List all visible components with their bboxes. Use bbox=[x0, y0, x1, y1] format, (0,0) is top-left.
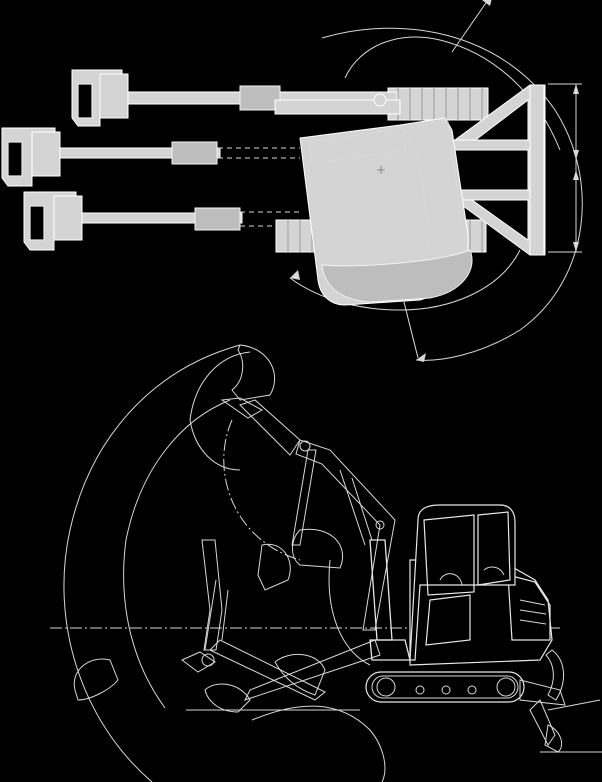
side-view bbox=[50, 344, 602, 782]
cab bbox=[409, 504, 516, 661]
digging-envelope bbox=[189, 351, 251, 471]
bucket-mid-2 bbox=[257, 543, 291, 591]
bucket-low-left bbox=[73, 658, 119, 701]
reach-envelope-outer bbox=[63, 344, 241, 782]
arm-top-lower bbox=[23, 191, 300, 251]
arrow-head-2 bbox=[290, 270, 300, 280]
bucket-reach-low bbox=[181, 651, 216, 673]
radius-leader-2 bbox=[403, 301, 419, 359]
ground-profile bbox=[251, 705, 386, 782]
arm-top-middle bbox=[1, 127, 300, 187]
dim-arrow-mid2 bbox=[573, 170, 579, 180]
counterweight bbox=[321, 249, 473, 303]
bucket-raised bbox=[231, 344, 275, 401]
cab-roof-panel bbox=[308, 127, 407, 164]
boom-raised bbox=[239, 399, 396, 631]
top-view: + bbox=[1, 0, 583, 362]
track-tread-marks bbox=[287, 88, 483, 252]
swing-center-mark: + bbox=[376, 163, 386, 177]
swing-arc-rear bbox=[289, 249, 521, 311]
engine-cover bbox=[507, 574, 551, 641]
undercarriage bbox=[365, 671, 525, 703]
bucket-low-right bbox=[274, 653, 326, 696]
arm-top-upper bbox=[71, 69, 401, 127]
arrow-head-3 bbox=[482, 0, 492, 6]
reach-envelope-inner bbox=[123, 399, 231, 709]
track-upper bbox=[387, 87, 489, 121]
swing-arc-outer bbox=[321, 27, 583, 361]
dozer-crossbar-1 bbox=[449, 139, 531, 151]
engine-grille bbox=[519, 599, 547, 625]
radius-leader-1 bbox=[451, 0, 489, 53]
bucket-low-mid bbox=[204, 683, 251, 713]
bucket-mid-1 bbox=[292, 528, 344, 569]
cab-top bbox=[404, 121, 463, 252]
dozer-blade-side bbox=[519, 649, 601, 753]
boom-lowered bbox=[201, 539, 381, 701]
ground-curve-2 bbox=[328, 559, 371, 666]
dim-arrow-top bbox=[573, 84, 579, 94]
dozer-blade bbox=[529, 84, 545, 256]
dim-arrow-mid1 bbox=[573, 150, 579, 160]
arrow-head-1 bbox=[416, 353, 426, 362]
bucket-raised-2 bbox=[220, 397, 264, 419]
bucket-path bbox=[223, 419, 301, 561]
dim-arrow-bottom bbox=[573, 242, 579, 252]
